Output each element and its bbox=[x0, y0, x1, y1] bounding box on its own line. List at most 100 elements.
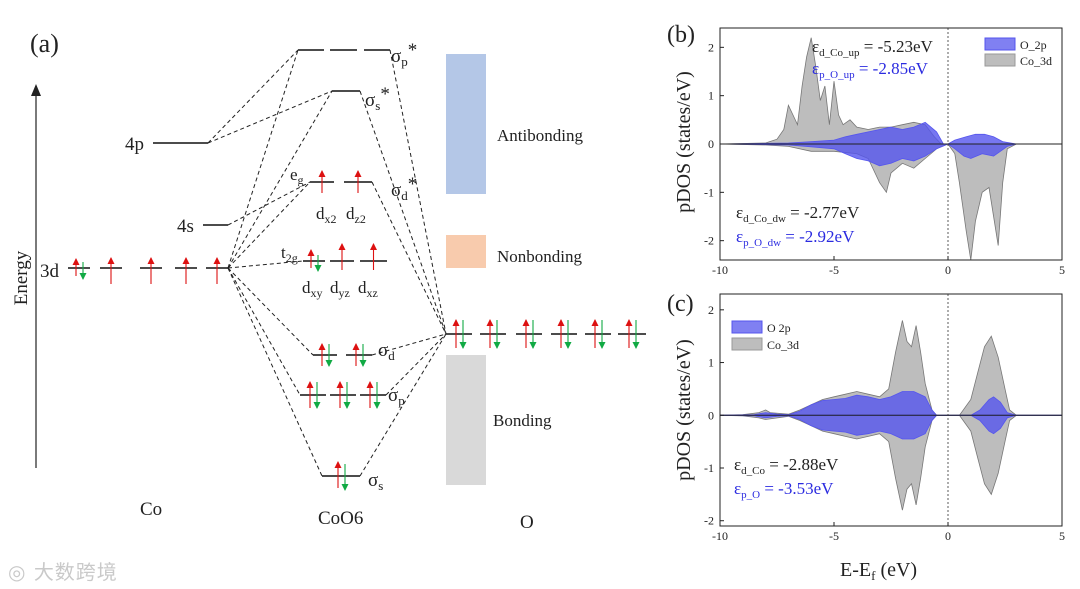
spin-up-arrow-icon bbox=[591, 319, 599, 326]
sigma-s-star-label: σs* bbox=[365, 84, 390, 113]
nonbonding-band bbox=[446, 235, 486, 268]
watermark: ◎ 大数跨境 bbox=[8, 560, 118, 584]
spin-up-arrow-icon bbox=[213, 257, 221, 264]
spin-up-arrow-icon bbox=[486, 319, 494, 326]
legend-swatch-co3d bbox=[731, 337, 763, 351]
o2p-area-down bbox=[719, 414, 1062, 440]
spin-down-arrow-icon bbox=[493, 342, 501, 349]
y-tick-label: -1 bbox=[704, 185, 714, 199]
spin-up-arrow-icon bbox=[182, 257, 190, 264]
legend-swatch-o2p bbox=[984, 37, 1016, 51]
correlation-line bbox=[207, 90, 333, 144]
sigma-p-label: σp bbox=[388, 385, 405, 408]
o2p-area-down bbox=[719, 143, 1062, 167]
correlation-line bbox=[207, 49, 299, 144]
t2g-label: t2g bbox=[281, 243, 298, 265]
legend-swatch-co3d bbox=[984, 53, 1016, 67]
spin-down-arrow-icon bbox=[373, 402, 381, 409]
spin-up-arrow-icon bbox=[354, 170, 362, 177]
spin-down-arrow-icon bbox=[325, 360, 333, 367]
spin-down-arrow-icon bbox=[632, 342, 640, 349]
dyz-label: dyz bbox=[330, 278, 350, 300]
sigma-s-label: σs bbox=[368, 470, 383, 493]
panel-b-ylabel: pDOS (states/eV) bbox=[673, 71, 695, 213]
spin-up-arrow-icon bbox=[352, 343, 360, 350]
energy-axis-label: Energy bbox=[11, 250, 32, 305]
correlation-line bbox=[227, 267, 314, 356]
spin-down-arrow-icon bbox=[79, 273, 87, 280]
panel-c-xlabel: E-Ef (eV) bbox=[840, 559, 917, 583]
correlation-line bbox=[371, 333, 447, 356]
correlation-line bbox=[371, 181, 447, 335]
x-tick-label: 0 bbox=[945, 263, 951, 277]
dz2-label: dz2 bbox=[346, 204, 366, 226]
x-tick-label: -5 bbox=[829, 529, 839, 543]
complex-title: CoO6 bbox=[318, 508, 363, 529]
complex-levels bbox=[298, 49, 390, 491]
sigma-d-label: σd bbox=[378, 340, 395, 363]
correlation-line bbox=[227, 49, 299, 269]
co-3d-label: 3d bbox=[40, 261, 60, 282]
panel-b-label: (b) bbox=[667, 22, 695, 48]
spin-down-arrow-icon bbox=[359, 360, 367, 367]
bonding-band bbox=[446, 355, 486, 485]
y-tick-label: 1 bbox=[708, 89, 714, 103]
correlation-line bbox=[385, 333, 447, 396]
x-tick-label: -10 bbox=[712, 263, 728, 277]
spin-up-arrow-icon bbox=[366, 381, 374, 388]
o-2p-levels bbox=[446, 319, 646, 349]
o2p-area-up bbox=[719, 121, 1062, 145]
correlation-line bbox=[227, 260, 304, 269]
co3d-area-up bbox=[719, 320, 1062, 416]
legend-label-o2p: O 2p bbox=[767, 321, 791, 335]
nonbonding-label: Nonbonding bbox=[497, 247, 583, 266]
spin-down-arrow-icon bbox=[314, 265, 322, 272]
dxy-label: dxy bbox=[302, 278, 323, 300]
y-tick-label: -2 bbox=[704, 234, 714, 248]
x-tick-label: 0 bbox=[945, 529, 951, 543]
correlation-lines bbox=[207, 49, 447, 477]
dxz-label: dxz bbox=[358, 278, 378, 300]
spin-up-arrow-icon bbox=[72, 258, 80, 265]
y-tick-label: 1 bbox=[708, 356, 714, 370]
panel-c-ylabel: pDOS (states/eV) bbox=[673, 339, 695, 481]
legend-label-co3d: Co_3d bbox=[767, 338, 799, 352]
spin-up-arrow-icon bbox=[338, 243, 346, 250]
co-title: Co bbox=[140, 499, 162, 520]
spin-up-arrow-icon bbox=[557, 319, 565, 326]
x-tick-label: -5 bbox=[829, 263, 839, 277]
spin-up-arrow-icon bbox=[370, 243, 377, 250]
o-title: O bbox=[520, 512, 534, 533]
mo-diagram: (a) Energy 4p 4s 3d Co σp* σs* σd* eg dx… bbox=[11, 29, 646, 533]
correlation-line bbox=[227, 90, 333, 269]
x-tick-label: -10 bbox=[712, 529, 728, 543]
eps-p-dw: εp_O_dw = -2.92eV bbox=[736, 227, 855, 249]
co-4p-label: 4p bbox=[125, 134, 144, 155]
correlation-line bbox=[227, 267, 301, 396]
spin-up-arrow-icon bbox=[625, 319, 633, 326]
panel-b-legend: O_2p Co_3d bbox=[984, 37, 1052, 68]
bonding-label: Bonding bbox=[493, 411, 552, 430]
legend-label-o2p: O_2p bbox=[1020, 38, 1047, 52]
spin-down-arrow-icon bbox=[343, 402, 351, 409]
spin-up-arrow-icon bbox=[336, 381, 344, 388]
legend-label-co3d: Co_3d bbox=[1020, 54, 1052, 68]
spin-up-arrow-icon bbox=[334, 461, 342, 468]
plot-frame bbox=[719, 293, 1063, 527]
spin-up-arrow-icon bbox=[522, 319, 530, 326]
panel-a-label: (a) bbox=[30, 29, 59, 58]
spin-up-arrow-icon bbox=[452, 319, 460, 326]
co-3d-levels bbox=[68, 257, 228, 284]
eps-d: εd_Co = -2.88eV bbox=[734, 455, 839, 477]
spin-up-arrow-icon bbox=[318, 343, 326, 350]
x-tick-label: 5 bbox=[1059, 263, 1065, 277]
eps-d-dw: εd_Co_dw = -2.77eV bbox=[736, 203, 860, 225]
antibonding-label: Antibonding bbox=[497, 126, 583, 145]
spin-down-arrow-icon bbox=[598, 342, 606, 349]
spin-down-arrow-icon bbox=[564, 342, 572, 349]
x-tick-label: 5 bbox=[1059, 529, 1065, 543]
